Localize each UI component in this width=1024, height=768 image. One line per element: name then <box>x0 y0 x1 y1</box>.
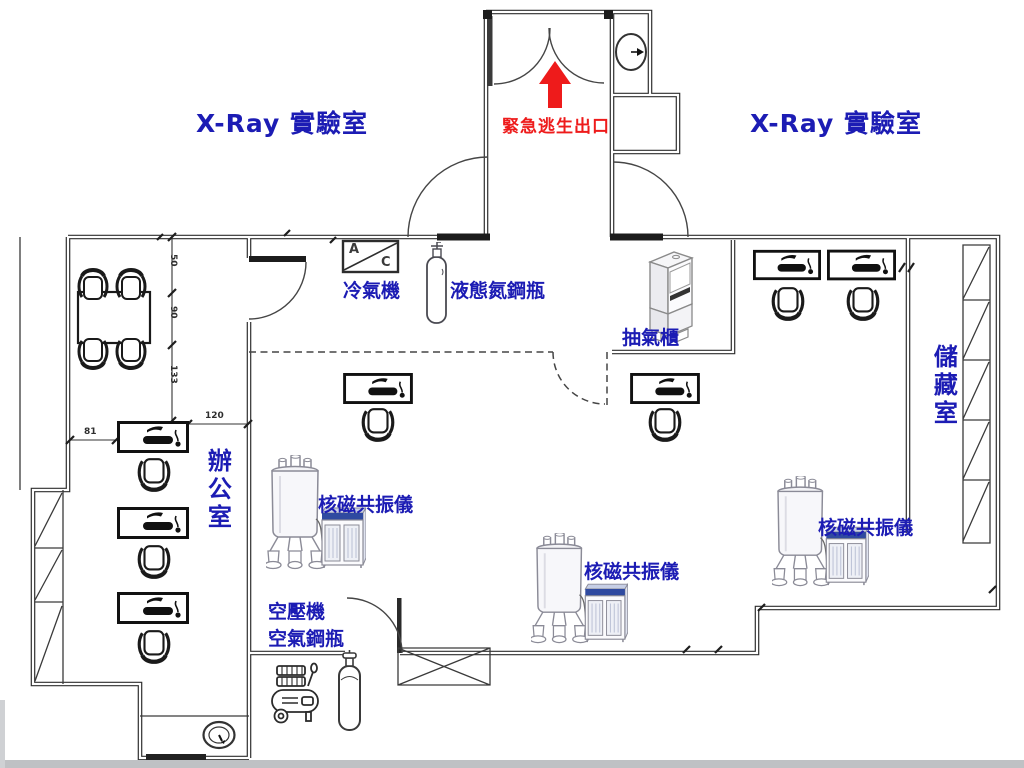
label-air-compressor: 空壓機 <box>268 601 326 623</box>
label-xray-right: X-Ray 實驗室 <box>750 109 922 138</box>
label-nmr-1: 核磁共振儀 <box>318 494 414 516</box>
desk <box>117 421 189 453</box>
chair <box>773 288 803 319</box>
ac-letter-a: A <box>349 242 360 257</box>
chair <box>77 268 109 301</box>
label-office: 辦公室 <box>203 448 232 532</box>
ln2-cylinder-icon <box>426 242 447 324</box>
desk <box>117 592 189 624</box>
crossed-ramp <box>397 647 491 686</box>
chair <box>139 546 169 577</box>
meeting-table <box>76 290 152 345</box>
desk <box>117 507 189 539</box>
toilet-icon <box>202 720 236 750</box>
door-thresholds <box>146 10 663 760</box>
dashed-partition <box>249 351 608 406</box>
desk <box>827 249 896 281</box>
shelf-closet-left <box>34 490 64 684</box>
label-fume-hood: 抽氣櫃 <box>622 327 680 349</box>
utility-oval-icon <box>615 33 647 71</box>
dim-90: 90 <box>168 306 178 319</box>
chair <box>115 337 147 370</box>
desk <box>753 249 821 281</box>
chair <box>115 268 147 301</box>
chair <box>139 459 169 490</box>
chair <box>77 337 109 370</box>
walls <box>30 9 1001 761</box>
nmr-magnet-console-icon <box>531 533 628 644</box>
label-emergency-exit: 緊急逃生出口 <box>502 117 610 137</box>
dim-133: 133 <box>168 365 178 384</box>
door-arcs <box>248 27 689 654</box>
dim-81: 81 <box>84 427 97 437</box>
chair <box>139 631 169 662</box>
ac-letter-c: C <box>381 255 391 270</box>
label-storage-room: 儲藏室 <box>929 344 958 428</box>
bottom-gray-band <box>0 760 1024 768</box>
compressor-icon <box>271 662 319 724</box>
label-air-cylinder: 空氣鋼瓶 <box>268 628 345 650</box>
storage-shelves <box>962 244 991 544</box>
label-nmr-2: 核磁共振儀 <box>584 561 680 583</box>
dim-120: 120 <box>205 411 224 421</box>
exit-arrow-icon <box>539 61 571 108</box>
air-cylinder-icon <box>338 650 361 731</box>
label-nmr-3: 核磁共振儀 <box>818 517 914 539</box>
chair <box>650 409 680 440</box>
left-gray-sliver <box>0 700 5 768</box>
dim-50: 50 <box>168 254 178 267</box>
label-air-conditioner: 冷氣機 <box>343 280 401 302</box>
desk <box>629 373 701 404</box>
ac-unit-icon <box>341 239 400 274</box>
wall-break-mark <box>898 262 915 273</box>
label-xray-left: X-Ray 實驗室 <box>196 109 368 138</box>
desk <box>342 373 414 404</box>
chair <box>848 288 878 319</box>
label-ln2-cylinder: 液態氮鋼瓶 <box>450 280 546 302</box>
chair <box>363 409 393 440</box>
wall-tick-marks <box>156 229 997 654</box>
